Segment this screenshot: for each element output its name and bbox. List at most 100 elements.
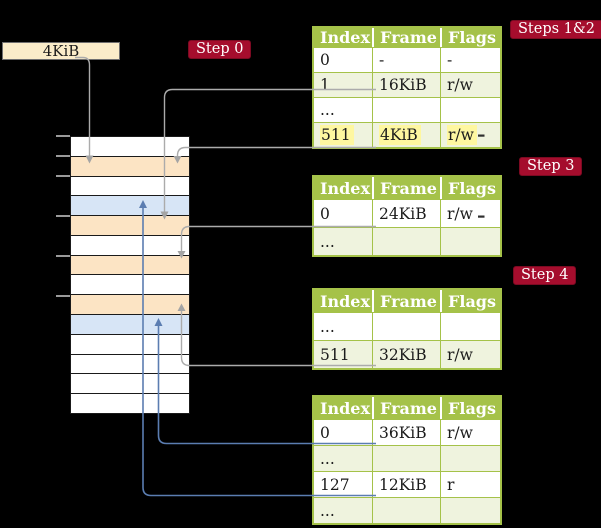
cell-value: - xyxy=(447,51,453,69)
memory-row-mapped-page xyxy=(71,196,189,217)
highlighted-cell-value: r/w xyxy=(447,125,477,145)
table-cell: 0 xyxy=(314,419,372,445)
table-cell xyxy=(372,97,440,122)
cell-value: r/w xyxy=(447,204,473,223)
table-row: 511 4KiB r/w xyxy=(314,122,500,147)
table-row: 0 36KiB r/w xyxy=(314,419,500,445)
memory-row-page-table xyxy=(71,216,189,236)
memory-boundary-tick xyxy=(56,255,70,257)
table-row: 127 12KiB r xyxy=(314,471,500,497)
table-cell: 12KiB xyxy=(372,471,440,497)
column-header-flags: Flags xyxy=(440,177,500,199)
physical-memory-column xyxy=(70,136,190,414)
table-row: 1 16KiB r/w xyxy=(314,72,500,97)
table-cell: r/w xyxy=(440,199,500,227)
memory-row-free xyxy=(71,275,189,296)
highlighted-cell-value: 4KiB xyxy=(379,125,421,145)
memory-row-free xyxy=(71,176,189,197)
table-row: 0-- xyxy=(314,47,500,72)
table-cell: - xyxy=(372,47,440,72)
cell-value: 1 xyxy=(320,76,330,94)
table-cell: 0 xyxy=(314,199,372,227)
memory-boundary-tick xyxy=(56,215,70,217)
table-row: ... xyxy=(314,312,500,340)
badge-step-3: Step 3 xyxy=(519,157,583,176)
table-cell: r/w xyxy=(440,72,500,97)
table-cell: 127 xyxy=(314,471,372,497)
table-cell: 1 xyxy=(314,72,372,97)
memory-row-free xyxy=(71,334,189,355)
table-cell: 16KiB xyxy=(372,72,440,97)
memory-row-free xyxy=(71,374,189,395)
table-cell xyxy=(372,497,440,523)
table-cell: r/w xyxy=(440,340,500,368)
cell-value: 12KiB xyxy=(379,475,427,494)
cell-value: ... xyxy=(320,232,335,251)
table-row: ... xyxy=(314,445,500,471)
cell-value: 0 xyxy=(320,423,330,442)
cell-value: 24KiB xyxy=(379,204,427,223)
badge-steps-1-2: Steps 1&2 xyxy=(510,20,601,39)
cell-value: ... xyxy=(320,317,335,336)
column-header-index: Index xyxy=(314,290,372,312)
table-row: ... xyxy=(314,227,500,255)
table-cell: r/w xyxy=(440,419,500,445)
cell-value: ... xyxy=(320,101,335,119)
memory-row-free xyxy=(71,137,189,157)
table-cell: 511 xyxy=(314,340,372,368)
highlighted-cell-value: 511 xyxy=(320,125,354,145)
table-cell: 511 xyxy=(314,122,372,147)
table-cell: r/w xyxy=(440,122,500,147)
memory-row-page-table xyxy=(71,156,189,177)
badge-step-0: Step 0 xyxy=(188,40,252,59)
table-cell: 24KiB xyxy=(372,199,440,227)
column-header-frame: Frame xyxy=(372,28,440,47)
table-cell: ... xyxy=(314,97,372,122)
table-cell xyxy=(440,227,500,255)
table-cell: ... xyxy=(314,497,372,523)
table-cell: ... xyxy=(314,227,372,255)
column-header-index: Index xyxy=(314,397,372,419)
memory-row-page-table xyxy=(71,295,189,316)
memory-row-free xyxy=(71,354,189,375)
table-row: ... xyxy=(314,97,500,122)
column-header-frame: Frame xyxy=(372,177,440,199)
memory-row-free xyxy=(71,394,189,413)
table-cell xyxy=(440,497,500,523)
table-cell xyxy=(440,97,500,122)
badge-step-4: Step 4 xyxy=(513,266,577,285)
memory-boundary-tick xyxy=(56,135,70,137)
cell-value: r/w xyxy=(447,345,473,364)
table-cell: r xyxy=(440,471,500,497)
frame-4kib-box: 4KiB xyxy=(2,42,120,60)
column-header-flags: Flags xyxy=(440,397,500,419)
table-cell xyxy=(440,312,500,340)
frame-box-label: 4KiB xyxy=(42,42,80,60)
table-cell: ... xyxy=(314,445,372,471)
column-header-frame: Frame xyxy=(372,290,440,312)
table-row: ... xyxy=(314,497,500,523)
cell-value: 36KiB xyxy=(379,423,427,442)
table-cell: 32KiB xyxy=(372,340,440,368)
table-cell: ... xyxy=(314,312,372,340)
cell-value: r/w xyxy=(447,76,473,94)
column-header-index: Index xyxy=(314,177,372,199)
cell-value: ... xyxy=(320,449,335,468)
cell-value: 16KiB xyxy=(379,76,427,94)
cell-value: r xyxy=(447,475,455,494)
table-cell xyxy=(372,445,440,471)
table-cell: 4KiB xyxy=(372,122,440,147)
column-header-frame: Frame xyxy=(372,397,440,419)
memory-row-free xyxy=(71,235,189,256)
memory-row-page-table xyxy=(71,255,189,276)
cell-value: ... xyxy=(320,501,335,520)
table-cell: - xyxy=(440,47,500,72)
table-row: 0 24KiB r/w xyxy=(314,199,500,227)
